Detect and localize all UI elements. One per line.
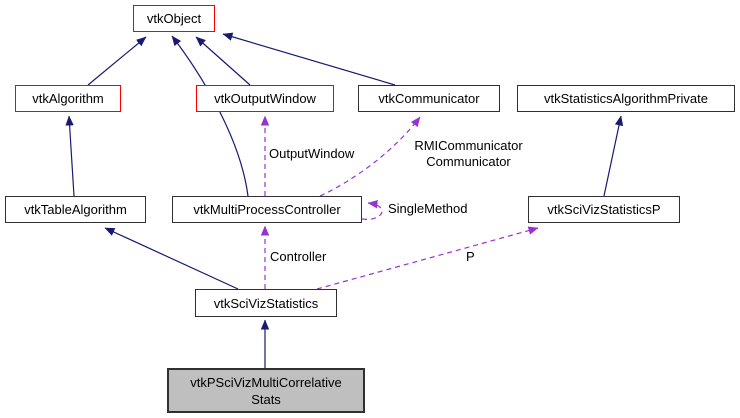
inheritance-edge-vtkSciVizStatistics-to-vtkTableAlgorithm [104, 227, 239, 290]
class-node-label: vtkTableAlgorithm [24, 202, 127, 217]
class-node-label: vtkSciVizStatisticsP [547, 202, 661, 217]
class-node-vtkCommunicator[interactable]: vtkCommunicator [358, 85, 500, 112]
edge-label-p: P [466, 249, 475, 264]
inheritance-edge-vtkMultiProcessController-to-vtkObject [171, 35, 249, 197]
edge-label-communicator: Communicator [426, 154, 511, 169]
edge-label-output-window: OutputWindow [269, 146, 355, 161]
class-node-label: vtkObject [146, 11, 202, 26]
class-node-vtkPSciVizMultiCorrelativeStats[interactable]: vtkPSciVizMultiCorrelative Stats [167, 368, 365, 413]
class-node-label: vtkOutputWindow [214, 91, 316, 106]
class-node-label: vtkAlgorithm [32, 91, 104, 106]
edge-label-communicator-group: RMICommunicator Communicator [402, 138, 535, 170]
class-node-vtkMultiProcessController[interactable]: vtkMultiProcessController [172, 196, 362, 223]
inheritance-edge-vtkCommunicator-to-vtkObject [222, 32, 396, 86]
class-node-vtkSciVizStatistics[interactable]: vtkSciVizStatistics [195, 289, 337, 317]
class-node-label: vtkSciVizStatistics [213, 295, 319, 311]
class-node-vtkStatisticsAlgorithmPrivate[interactable]: vtkStatisticsAlgorithmPrivate [517, 85, 735, 112]
inheritance-edge-vtkSciVizStatisticsP-to-vtkStatisticsAlgorithmPrivate [603, 115, 624, 197]
class-node-vtkObject[interactable]: vtkObject [133, 5, 215, 32]
class-node-label: vtkCommunicator [378, 91, 480, 106]
class-node-label-line2: Stats [251, 391, 281, 407]
class-node-vtkSciVizStatisticsP[interactable]: vtkSciVizStatisticsP [528, 196, 680, 223]
inheritance-edge-vtkTableAlgorithm-to-vtkAlgorithm [65, 115, 75, 197]
usage-edge-SingleMethod-self-loop [361, 200, 383, 220]
class-node-vtkAlgorithm[interactable]: vtkAlgorithm [15, 85, 121, 112]
usage-edge-P [316, 226, 539, 290]
edge-label-rmi-communicator: RMICommunicator [414, 138, 523, 153]
class-node-label: vtkMultiProcessController [193, 202, 341, 217]
class-node-vtkTableAlgorithm[interactable]: vtkTableAlgorithm [5, 196, 146, 223]
edge-label-controller: Controller [270, 249, 327, 264]
class-node-vtkOutputWindow[interactable]: vtkOutputWindow [196, 85, 334, 112]
class-node-label: vtkStatisticsAlgorithmPrivate [544, 91, 708, 106]
class-node-label-line1: vtkPSciVizMultiCorrelative [190, 374, 342, 390]
inheritance-edge-vtkOutputWindow-to-vtkObject [195, 36, 251, 86]
edge-label-single-method: SingleMethod [388, 201, 468, 216]
usage-edge-Communicator [319, 116, 421, 197]
inheritance-edge-vtkAlgorithm-to-vtkObject [87, 36, 147, 86]
